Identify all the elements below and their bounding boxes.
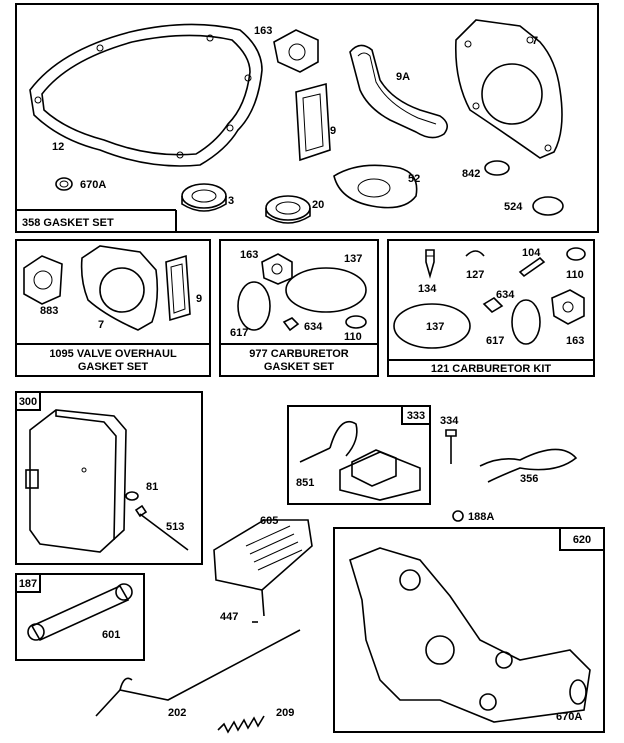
label-7-top: 7 (532, 35, 538, 47)
head-gasket-7-mid (80, 245, 159, 331)
gasket-163-mid (261, 253, 293, 285)
crankcase-gasket-12 (29, 23, 263, 167)
label-163-kit: 163 (566, 335, 584, 347)
bolt-81 (125, 491, 139, 501)
label-202: 202 (168, 707, 186, 719)
tube-box (15, 573, 145, 661)
screw-188a (452, 510, 464, 522)
label-52: 52 (408, 173, 420, 185)
bracket-box-number: 620 (573, 534, 591, 546)
label-605: 605 (260, 515, 278, 527)
label-883: 883 (40, 305, 58, 317)
label-851: 851 (296, 477, 314, 489)
oil-seal-3 (181, 183, 227, 212)
label-9-mid: 9 (196, 293, 202, 305)
ring-137-mid (285, 267, 367, 313)
gasket-9a (349, 44, 448, 139)
bolt-513 (134, 504, 189, 551)
label-670a-top: 670A (80, 179, 106, 191)
label-127: 127 (466, 269, 484, 281)
tube-601 (27, 583, 133, 642)
ring-617-kit (511, 299, 541, 345)
label-842: 842 (462, 168, 480, 180)
label-617-kit: 617 (486, 335, 504, 347)
bracket-box (333, 527, 605, 733)
needle-134 (425, 249, 435, 279)
ring-137-kit (393, 303, 471, 349)
ring-617-mid (237, 281, 271, 331)
gasket-set-caption: 358 GASKET SET (22, 217, 114, 229)
label-617-mid: 617 (230, 327, 248, 339)
label-634-mid: 634 (304, 321, 323, 333)
label-601: 601 (102, 629, 120, 641)
gasket-9-mid (165, 254, 191, 322)
label-634-kit: 634 (496, 289, 515, 301)
label-20: 20 (312, 199, 324, 211)
label-9a: 9A (396, 71, 410, 83)
clip-127 (465, 250, 485, 257)
gasket-set-box (15, 3, 599, 233)
head-gasket-7 (454, 19, 563, 159)
carb-gasket-caption-2: GASKET SET (264, 361, 335, 373)
ring-524 (532, 196, 564, 216)
carb-kit-box (387, 239, 595, 377)
wire-356 (479, 448, 578, 483)
gasket-163 (273, 29, 319, 73)
label-670a-bottom: 670A (556, 711, 582, 723)
nut-634-mid (282, 317, 300, 332)
label-334: 334 (440, 415, 459, 427)
ignition-box (287, 405, 431, 505)
ignition-coil (299, 420, 421, 501)
muffler-box-number: 300 (19, 396, 37, 408)
label-3: 3 (228, 195, 234, 207)
valve-overhaul-caption-1: 1095 VALVE OVERHAUL (49, 348, 177, 360)
label-524: 524 (504, 201, 523, 213)
carb-kit-caption: 121 CARBURETOR KIT (431, 363, 551, 375)
pin-104 (518, 256, 546, 278)
label-81: 81 (146, 481, 158, 493)
label-104: 104 (522, 247, 541, 259)
label-188a: 188A (468, 511, 494, 523)
ignition-box-number: 333 (407, 410, 425, 422)
label-356: 356 (520, 473, 538, 485)
valve-overhaul-caption-2: GASKET SET (78, 361, 149, 373)
label-447: 447 (220, 611, 238, 623)
gasket-52 (333, 164, 418, 209)
label-209: 209 (276, 707, 294, 719)
label-163-mid: 163 (240, 249, 258, 261)
valve-overhaul-box (15, 239, 211, 377)
carb-gasket-box (219, 239, 379, 377)
control-bracket (349, 547, 591, 723)
label-513: 513 (166, 521, 184, 533)
ring-110-mid (345, 315, 367, 329)
gasket-9 (295, 82, 331, 162)
label-110-kit: 110 (566, 269, 584, 281)
tube-box-number: 187 (19, 578, 37, 590)
gasket-163-kit (551, 289, 585, 325)
seal-670a (55, 177, 73, 191)
carb-gasket-caption-1: 977 CARBURETOR (249, 348, 348, 360)
screw-334 (445, 429, 457, 464)
label-12: 12 (52, 141, 64, 153)
spring-209 (217, 715, 265, 734)
label-134: 134 (418, 283, 437, 295)
oil-seal-20 (265, 195, 311, 224)
air-guide-605 (213, 519, 313, 617)
nut-634-kit (482, 296, 504, 314)
label-137-mid: 137 (344, 253, 362, 265)
label-9: 9 (330, 125, 336, 137)
ring-842 (484, 160, 510, 176)
rod-202 (95, 629, 301, 717)
muffler-box (15, 391, 203, 565)
muffler (25, 409, 127, 553)
gasket-883 (23, 255, 63, 305)
label-137-kit: 137 (426, 321, 444, 333)
label-163-top: 163 (254, 25, 272, 37)
label-110-mid: 110 (344, 331, 362, 343)
label-7-mid: 7 (98, 319, 104, 331)
ring-110-kit (566, 247, 586, 261)
